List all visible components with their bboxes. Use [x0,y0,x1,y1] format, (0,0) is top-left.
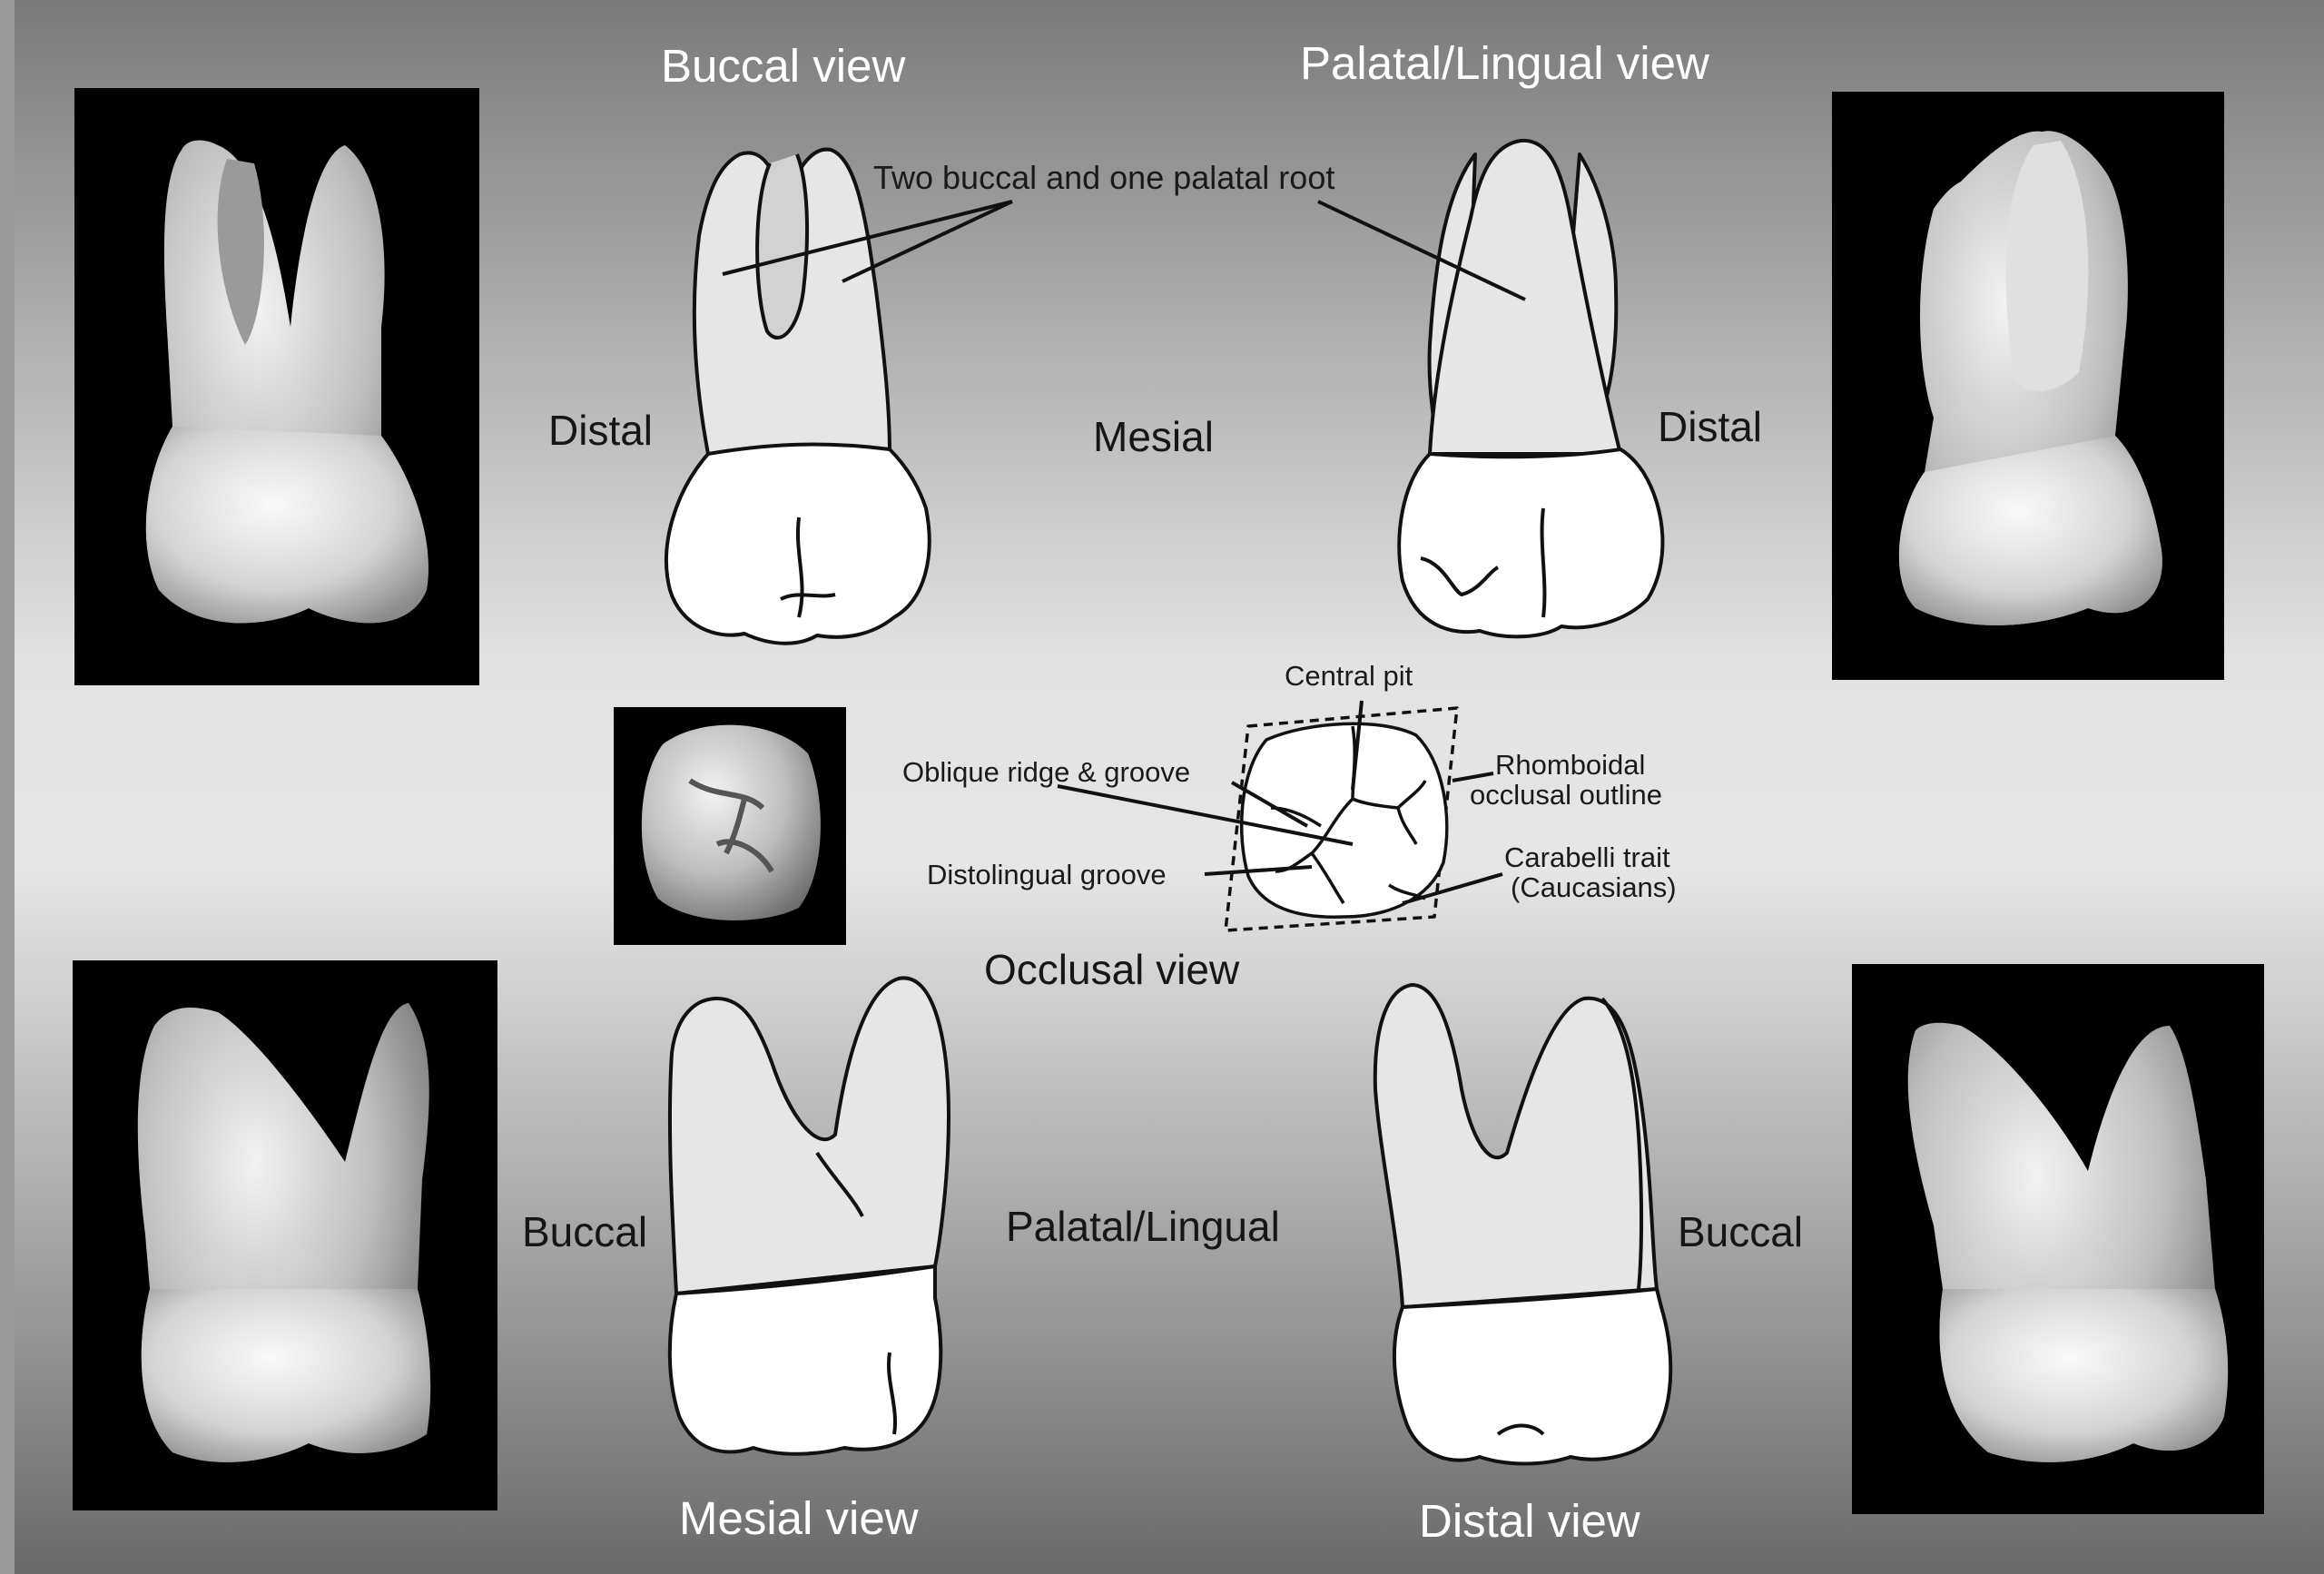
annotation-central-pit: Central pit [1285,660,1413,692]
label-bottom-right-buccal: Buccal [1678,1208,1803,1255]
annotation-distolingual-groove: Distolingual groove [927,859,1167,890]
photo-occlusal-view [614,707,846,945]
label-bottom-middle-palatal: Palatal/Lingual [1006,1203,1280,1250]
title-occlusal-view: Occlusal view [984,946,1240,993]
title-mesial-view: Mesial view [679,1492,919,1544]
title-buccal-view: Buccal view [661,40,905,92]
annotation-carabelli-line2: (Caucasians) [1511,871,1677,903]
label-top-left-distal: Distal [548,407,653,454]
annotation-rhomboidal-line2: occlusal outline [1470,779,1662,811]
annotation-oblique-ridge: Oblique ridge & groove [902,756,1190,788]
left-border-strip [0,0,15,1574]
annotation-roots: Two buccal and one palatal root [873,159,1334,196]
annotation-rhomboidal-line1: Rhomboidal [1495,749,1645,781]
label-top-middle-mesial: Mesial [1093,413,1214,460]
annotation-carabelli-line1: Carabelli trait [1504,841,1670,873]
title-distal-view: Distal view [1419,1495,1640,1547]
photo-buccal-view [74,88,479,685]
photo-palatal-view [1832,92,2224,680]
photo-distal-view [1852,964,2264,1514]
title-palatal-view: Palatal/Lingual view [1300,37,1709,89]
label-bottom-left-buccal: Buccal [522,1208,647,1255]
photo-mesial-view [73,960,497,1510]
label-top-right-distal: Distal [1658,403,1762,450]
